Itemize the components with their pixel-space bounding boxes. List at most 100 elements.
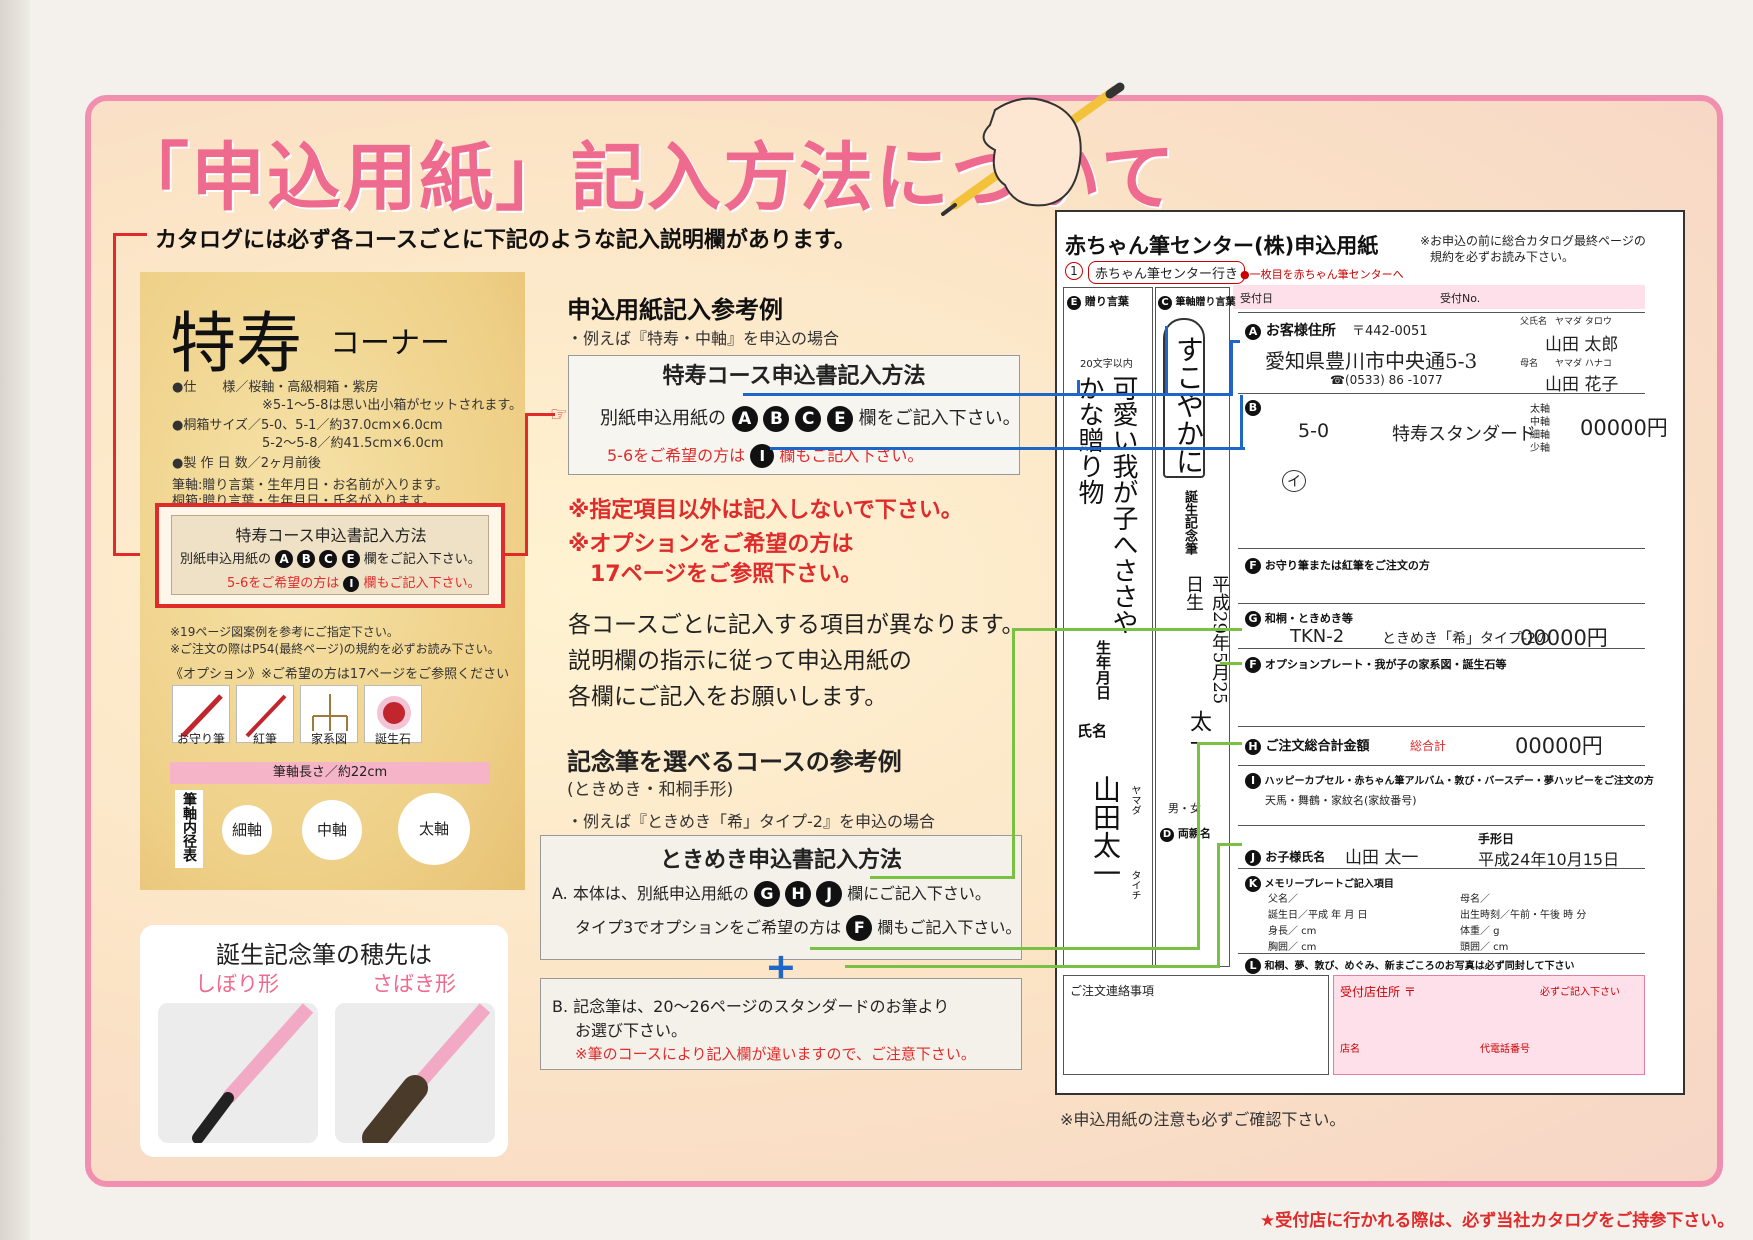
option-label: 紅筆 — [252, 732, 277, 746]
body-text: 各欄にご記入をお願いします。 — [568, 684, 888, 710]
j-date: 平成24年10月15日 — [1478, 850, 1620, 869]
gift-words-value: 可愛い我が子へささやかな贈り物 — [1074, 375, 1138, 635]
mother-name: 山田 花子 — [1545, 375, 1619, 395]
row-divider — [1238, 548, 1645, 549]
mother-label: 母名 — [1520, 359, 1539, 369]
shop-name-label: 店名 — [1340, 1044, 1360, 1055]
tokimeki-line-a2-pre: タイプ3でオプションをご希望の方は — [575, 918, 842, 937]
shop-note: 必ずご記入下さい — [1540, 987, 1620, 998]
shaft-size-medium: 中軸 — [302, 800, 362, 860]
green-arrow-line — [1197, 742, 1200, 950]
letter-b-badge: B — [763, 406, 790, 432]
j-child-name: 山田 太一 — [1345, 848, 1419, 868]
form-title: 赤ちゃん筆センター(株)申込用紙 — [1065, 234, 1379, 258]
letter-a-badge: A — [731, 406, 758, 432]
i-label: I ハッピーカプセル・赤ちゃん筆アルバム・敦び・バースデー・夢ハッピーをご注文の… — [1245, 772, 1654, 789]
shaft-size-thin: 細軸 — [222, 805, 272, 855]
green-arrow-line — [1217, 843, 1220, 968]
contact-box — [1063, 975, 1329, 1075]
kinen-example: ・例えば『ときめき「希」タイプ-2』を申込の場合 — [567, 812, 935, 831]
reception-row — [1233, 285, 1645, 309]
blue-arrow-line — [770, 447, 1245, 450]
gender-select[interactable]: 男・女 — [1168, 802, 1201, 815]
k-row: 胸囲／ cm — [1268, 942, 1317, 953]
k-row: 出生時刻／午前・午後 時 分 — [1460, 910, 1587, 921]
b-badge: B — [1245, 400, 1261, 416]
brush-type-shibori: しぼり形 — [195, 972, 279, 996]
letter-i-badge: I — [343, 576, 360, 592]
spec-line: 筆軸:贈り言葉・生年月日・お名前が入ります。 — [172, 478, 449, 493]
name-value: 山田太一 — [1089, 775, 1122, 887]
box-title: 特寿コース申込書記入方法 — [235, 526, 427, 545]
postal-code: 〒442-0051 — [1352, 324, 1428, 339]
row-divider — [1238, 868, 1645, 869]
tokimeki-box-title: ときめき申込書記入方法 — [659, 848, 902, 873]
h-sub-label: 総合計 — [1410, 739, 1447, 753]
letter-h-badge: H — [785, 881, 812, 907]
form-tab-number: 1 — [1065, 262, 1083, 280]
letter-e-badge: E — [826, 406, 853, 432]
kinen-b-line: お選び下さい。 — [575, 1021, 688, 1040]
reception-no-label: 受付No. — [1440, 292, 1481, 305]
reference-line-1-pre: 別紙申込用紙の — [600, 408, 726, 429]
father-label: 父氏名 — [1520, 317, 1548, 327]
b-tip-choice: イ — [1282, 470, 1306, 492]
k-row: 誕生日／平成 年 月 日 — [1268, 910, 1368, 921]
reference-box — [568, 355, 1020, 475]
h-price: 00000円 — [1515, 734, 1603, 758]
g-code: TKN-2 — [1290, 626, 1345, 647]
kinen-b-box — [540, 978, 1022, 1070]
shaft-length-bar: 筆軸長さ／約22cm — [170, 762, 490, 784]
i-sub-label: 天馬・舞鶴・家紋名(家紋番号) — [1265, 794, 1417, 807]
box-line-2-pre: 5-6をご希望の方は — [227, 576, 340, 591]
kana-label: タイチ — [1129, 870, 1140, 900]
course-subtitle: コーナー — [330, 326, 450, 361]
sabaki-brush-photo — [335, 1003, 495, 1151]
spec-line: ●仕 様／桜軸・高級桐箱・紫房 — [172, 380, 379, 395]
kinen-subtitle: (ときめき・和桐手形) — [567, 780, 734, 800]
b-size-option: 少軸 — [1530, 443, 1550, 454]
phone-value: ☎(0533) 86 -1077 — [1330, 373, 1443, 387]
l-photo-label: L 和桐、夢、敦び、めぐみ、新まごころのお写真は必ず同封して下さい — [1245, 957, 1574, 974]
letter-j-badge: J — [816, 881, 843, 907]
bottom-note: ★受付店に行かれる際は、必ず当社カタログをご持参下さい。 — [1260, 1211, 1735, 1231]
blue-arrow-line — [1165, 326, 1168, 393]
letter-e-badge: E — [341, 550, 360, 568]
shaft-table-label: 筆軸内径表 — [175, 790, 203, 868]
tokimeki-line-a-post: 欄にご記入下さい。 — [847, 884, 991, 903]
letter-c-badge: C — [319, 550, 338, 568]
h-total-label: H ご注文総合計金額 — [1245, 735, 1370, 755]
birth-ymd-label: 生年月日 — [1094, 640, 1112, 700]
b-item: 特寿スタンダード — [1392, 424, 1536, 445]
gift-words-column — [1063, 287, 1153, 967]
option-heading: 《オプション》※ご希望の方は17ページをご参照ください — [170, 667, 510, 682]
shaft-words-value: すこやかに — [1172, 335, 1205, 475]
warning-text: 17ページをご参照下さい。 — [590, 562, 863, 587]
k-memory-label: K メモリープレートご記入項目 — [1245, 875, 1394, 892]
j-date-label: 手形日 — [1478, 832, 1515, 846]
option-label: 誕生石 — [374, 732, 411, 746]
k-row: 身長／ cm — [1268, 926, 1317, 937]
d-parents-label: D 両親名 — [1160, 825, 1211, 842]
row-divider — [1238, 726, 1645, 727]
birth-date-value: 平成29年5月25日生 — [1183, 575, 1230, 705]
address-value: 愛知県豊川市中央通5-3 — [1265, 349, 1478, 373]
green-arrow-line — [810, 947, 1200, 950]
green-arrow-line — [1012, 628, 1015, 878]
green-arrow-line — [870, 876, 1015, 879]
b-size-option: 太軸 — [1530, 404, 1550, 415]
e-gift-words-label: E 贈り言葉 — [1067, 293, 1129, 310]
form-note: 規約を必ずお読み下さい。 — [1430, 250, 1575, 264]
form-note: ※お申込の前に総合カタログ最終ページの — [1420, 234, 1646, 248]
row-divider — [1238, 825, 1645, 826]
blue-arrow-line — [1230, 340, 1233, 396]
birthstone-image — [364, 685, 422, 743]
body-text: 説明欄の指示に従って申込用紙の — [568, 648, 912, 674]
reference-subtitle: ・例えば『特寿・中軸』を申込の場合 — [567, 329, 840, 348]
row-divider — [1238, 765, 1645, 766]
tokimeki-line-a: A. 本体は、別紙申込用紙の G H J 欄にご記入下さい。 — [552, 880, 991, 907]
reference-line-1: 別紙申込用紙の A B C E 欄をご記入下さい。 — [600, 404, 1021, 432]
warning-text: ※オプションをご希望の方は — [568, 532, 854, 557]
green-arrow-line — [1197, 742, 1242, 745]
letter-g-badge: G — [753, 881, 780, 907]
